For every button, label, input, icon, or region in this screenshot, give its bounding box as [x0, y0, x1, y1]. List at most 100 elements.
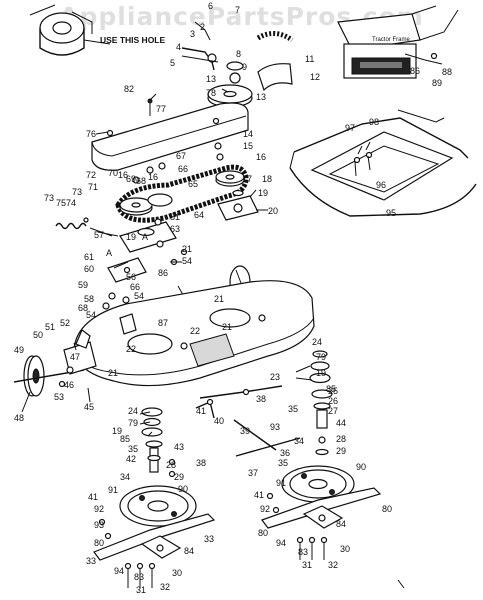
callout-46: 46 [64, 380, 74, 390]
callout-54b: 54 [134, 291, 144, 301]
callout-17: 17 [242, 174, 252, 184]
callout-3: 3 [190, 29, 195, 39]
callout-labels: 6 7 3 2 4 5 8 9 13 78 11 12 13 82 77 76 … [14, 1, 452, 595]
callout-2: 2 [200, 22, 205, 32]
callout-41b: 41 [254, 490, 264, 500]
callout-A1: A [142, 232, 148, 242]
callout-37: 37 [248, 468, 258, 478]
tractor-frame-label: Tractor Frame [372, 37, 410, 43]
callout-94a: 94 [276, 538, 286, 548]
callout-79b: 79 [128, 418, 138, 428]
callout-74: 74 [66, 198, 76, 208]
callout-30b: 30 [172, 568, 182, 578]
callout-91b: 91 [108, 485, 118, 495]
callout-84b: 84 [184, 546, 194, 556]
callout-80b: 80 [258, 528, 268, 538]
callout-49: 49 [14, 345, 24, 355]
callout-63: 63 [170, 224, 180, 234]
callout-16c: 16 [148, 172, 158, 182]
callout-85a: 85 [326, 384, 336, 394]
callout-29a: 29 [336, 446, 346, 456]
callout-43: 43 [174, 442, 184, 452]
callout-38a: 38 [256, 394, 266, 404]
callout-48: 48 [14, 413, 24, 423]
callout-19c: 19 [316, 368, 326, 378]
engine-detail-inset [29, 4, 111, 56]
callout-53: 53 [54, 392, 64, 402]
callout-92a: 92 [260, 504, 270, 514]
callout-93a: 93 [94, 520, 104, 530]
callout-82: 82 [124, 84, 134, 94]
callout-78: 78 [206, 88, 216, 98]
callout-35c: 35 [128, 444, 138, 454]
callout-4: 4 [176, 42, 181, 52]
callout-25: 25 [328, 386, 338, 396]
spring [55, 222, 87, 230]
spindle-stack-left [141, 407, 176, 478]
callout-64: 64 [194, 210, 204, 220]
callout-22b: 22 [126, 344, 136, 354]
callout-84a: 84 [336, 519, 346, 529]
callout-31a: 31 [302, 560, 312, 570]
belt-pulley-assembly [115, 142, 249, 223]
callout-7: 7 [235, 5, 240, 15]
tractor-frame-inset [337, 5, 459, 79]
callout-50: 50 [33, 330, 43, 340]
callout-58: 58 [84, 294, 94, 304]
callout-16a: 16 [256, 152, 266, 162]
callout-69: 69 [126, 174, 136, 184]
callout-85b: 85 [120, 434, 130, 444]
callout-12: 12 [310, 72, 320, 82]
callout-72: 72 [86, 170, 96, 180]
callout-60: 60 [84, 264, 94, 274]
callout-52: 52 [60, 318, 70, 328]
callout-75: 75 [56, 198, 66, 208]
callout-21c: 21 [222, 322, 232, 332]
callout-19d: 19 [112, 426, 122, 436]
callout-19b: 19 [126, 232, 136, 242]
callout-35a: 35 [288, 404, 298, 414]
callout-68b: 68 [78, 303, 88, 313]
callout-88: 88 [442, 67, 452, 77]
callout-83a: 83 [298, 547, 308, 557]
leader-lines [21, 88, 405, 589]
callout-79a: 79 [316, 352, 326, 362]
callout-98: 98 [369, 117, 379, 127]
callout-97: 97 [345, 123, 355, 133]
callout-83b: 83 [134, 572, 144, 582]
callout-56: 56 [126, 272, 136, 282]
callout-24a: 24 [312, 337, 322, 347]
idler-parts-top [181, 21, 294, 108]
callout-51: 51 [45, 322, 55, 332]
callout-11: 11 [305, 54, 314, 64]
callout-77: 77 [156, 104, 166, 114]
tractor-body-inset [289, 109, 477, 217]
callout-66b: 66 [130, 282, 140, 292]
callout-54a: 54 [182, 256, 192, 266]
callout-13b: 13 [256, 92, 266, 102]
callout-92b: 92 [94, 504, 104, 514]
callout-6: 6 [208, 1, 213, 11]
callout-94b: 94 [114, 566, 124, 576]
callout-90b: 90 [178, 484, 188, 494]
callout-68: 68 [136, 176, 146, 186]
mower-deck [73, 280, 315, 387]
callout-32a: 32 [328, 560, 338, 570]
spindle-stack-right [309, 350, 333, 456]
callout-14: 14 [243, 129, 253, 139]
callout-33b: 33 [86, 556, 96, 566]
callout-86-inset: 86 [410, 66, 420, 76]
callout-89: 89 [432, 78, 442, 88]
callout-8: 8 [236, 49, 241, 59]
callout-39: 39 [240, 426, 250, 436]
callout-27: 27 [328, 406, 338, 416]
callout-86: 86 [158, 268, 168, 278]
callout-80a: 80 [382, 504, 392, 514]
callout-30a: 30 [340, 544, 350, 554]
callout-33a: 33 [204, 534, 214, 544]
callout-65: 65 [188, 179, 198, 189]
callout-36: 36 [280, 448, 290, 458]
callout-24b: 24 [128, 406, 138, 416]
